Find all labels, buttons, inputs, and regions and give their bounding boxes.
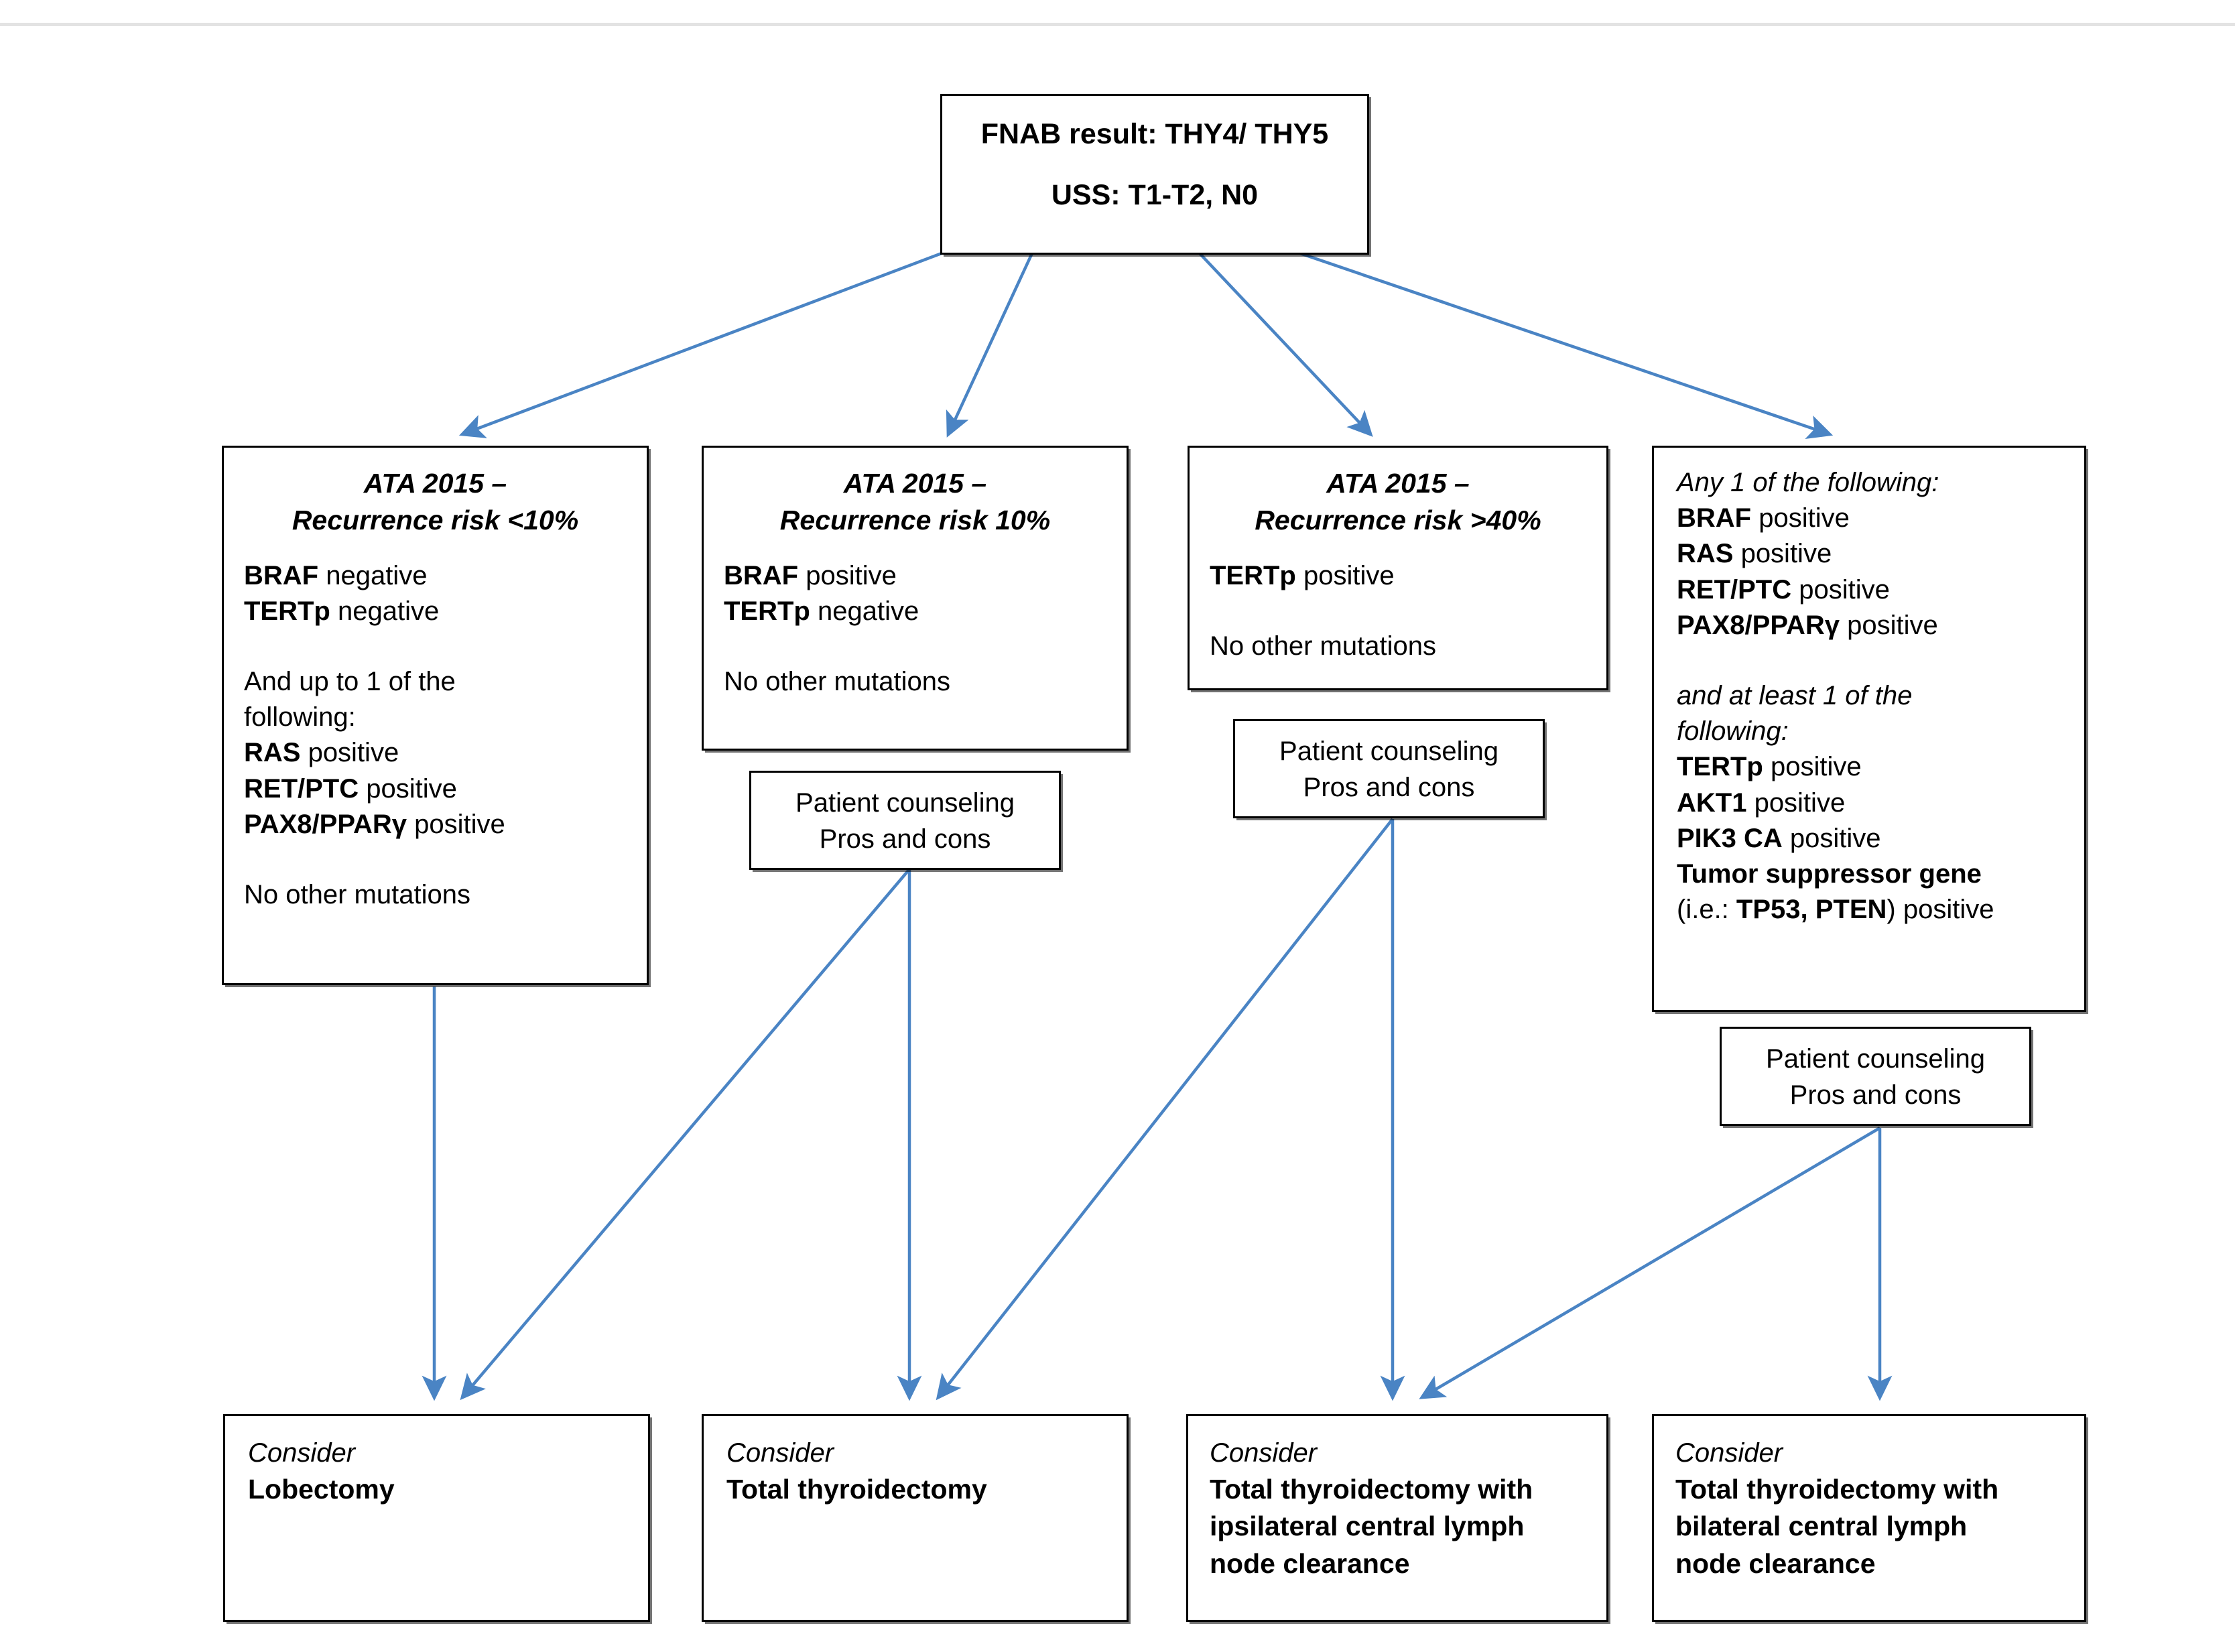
criteria-2-lines: BRAF positive TERTp negative No other mu… — [724, 558, 1106, 700]
criteria-line: RET/PTC positive — [244, 773, 457, 804]
arrow-root-to-c1 — [458, 251, 942, 438]
counseling-3-line-2: Pros and cons — [1789, 1080, 1962, 1110]
outcome-1-consider: Consider — [248, 1438, 356, 1468]
outcome-3-line-2: ipsilateral central lymph — [1210, 1511, 1525, 1542]
node-counseling-1[interactable]: Patient counseling Pros and cons — [749, 771, 1061, 870]
root-line-1: FNAB result: THY4/ THY5 — [980, 118, 1329, 150]
criteria-line: TERTp negative — [724, 596, 919, 626]
criteria-line-spacer — [244, 629, 627, 664]
node-criteria-1[interactable]: ATA 2015 – Recurrence risk <10% BRAF neg… — [222, 446, 649, 985]
criteria-line-spacer — [244, 842, 627, 877]
criteria-4-lines: Any 1 of the following: BRAF positive RA… — [1677, 465, 2067, 928]
criteria-line: PAX8/PPARγ positive — [1677, 610, 1938, 640]
node-outcome-1[interactable]: Consider Lobectomy — [223, 1414, 650, 1622]
criteria-line: TERTp positive — [1677, 752, 1862, 782]
criteria-line: RAS positive — [1677, 539, 1832, 569]
criteria-line-spacer — [724, 629, 1106, 664]
criteria-line: No other mutations — [244, 880, 470, 909]
criteria-line: AKT1 positive — [1677, 787, 1846, 818]
arrow-pc3-to-o3 — [1419, 1127, 1881, 1399]
arrow-root-to-c2 — [946, 253, 1034, 438]
arrow-root-to-c3 — [1198, 252, 1373, 437]
criteria-1-lines: BRAF negative TERTp negative And up to 1… — [244, 558, 627, 913]
outcome-2-consider: Consider — [726, 1438, 834, 1468]
criteria-line: Any 1 of the following: — [1677, 468, 1939, 497]
outcome-3-line-1: Total thyroidectomy with — [1210, 1474, 1533, 1505]
node-counseling-2[interactable]: Patient counseling Pros and cons — [1233, 719, 1545, 818]
outcome-4-line-2: bilateral central lymph — [1675, 1511, 1968, 1542]
criteria-line: No other mutations — [1210, 631, 1436, 661]
outcome-4-line-3: node clearance — [1675, 1547, 1876, 1579]
counseling-1-line-1: Patient counseling — [795, 788, 1015, 818]
counseling-2-line-2: Pros and cons — [1303, 773, 1475, 802]
criteria-3-title-line-2: Recurrence risk >40% — [1255, 505, 1541, 536]
outcome-3-line-3: node clearance — [1210, 1547, 1410, 1579]
counseling-3-line-1: Patient counseling — [1766, 1044, 1985, 1074]
arrow-root-to-c4 — [1299, 251, 1834, 439]
counseling-1-line-2: Pros and cons — [819, 824, 991, 854]
criteria-line: RET/PTC positive — [1677, 574, 1890, 605]
criteria-line: No other mutations — [724, 667, 950, 697]
criteria-line: TERTp negative — [244, 596, 440, 626]
outcome-3-consider: Consider — [1210, 1438, 1318, 1468]
criteria-line: BRAF positive — [1677, 503, 1850, 533]
criteria-line: RAS positive — [244, 738, 399, 768]
node-criteria-4[interactable]: Any 1 of the following: BRAF positive RA… — [1652, 446, 2086, 1012]
outcome-1-line-1: Lobectomy — [248, 1474, 395, 1505]
criteria-3-lines: TERTp positive No other mutations — [1210, 558, 1586, 664]
criteria-line: BRAF negative — [244, 560, 428, 590]
outcome-4-consider: Consider — [1675, 1438, 1783, 1468]
criteria-line: PIK3 CA positive — [1677, 823, 1881, 853]
root-line-2: USS: T1-T2, N0 — [1051, 179, 1259, 212]
criteria-1-title-line-2: Recurrence risk <10% — [292, 505, 579, 536]
node-outcome-3[interactable]: Consider Total thyroidectomy with ipsila… — [1186, 1414, 1608, 1622]
criteria-line: BRAF positive — [724, 560, 897, 590]
top-divider — [0, 23, 2235, 26]
criteria-line-spacer — [1210, 594, 1586, 629]
criteria-line: TERTp positive — [1210, 560, 1395, 590]
node-criteria-2[interactable]: ATA 2015 – Recurrence risk 10% BRAF posi… — [702, 446, 1129, 751]
criteria-line: Tumor suppressor gene — [1677, 859, 1982, 889]
criteria-2-title-line-2: Recurrence risk 10% — [779, 505, 1051, 536]
criteria-line: following: — [244, 702, 356, 733]
outcome-2-line-1: Total thyroidectomy — [726, 1474, 987, 1505]
node-criteria-3[interactable]: ATA 2015 – Recurrence risk >40% TERTp po… — [1188, 446, 1608, 690]
criteria-line: and at least 1 of the — [1677, 680, 1913, 710]
node-root[interactable]: FNAB result: THY4/ THY5 USS: T1-T2, N0 — [940, 94, 1369, 255]
criteria-3-title-line-1: ATA 2015 – — [1326, 468, 1470, 499]
criteria-2-title-line-1: ATA 2015 – — [843, 468, 987, 499]
criteria-line: (i.e.: TP53, PTEN) positive — [1677, 895, 1994, 925]
criteria-1-title-line-1: ATA 2015 – — [363, 468, 507, 499]
arrow-pc2-to-o2 — [936, 818, 1394, 1401]
criteria-line: PAX8/PPARγ positive — [244, 809, 505, 839]
node-outcome-4[interactable]: Consider Total thyroidectomy with bilate… — [1652, 1414, 2086, 1622]
criteria-line-spacer — [1677, 643, 2067, 678]
node-counseling-3[interactable]: Patient counseling Pros and cons — [1720, 1027, 2031, 1126]
criteria-line: following: — [1677, 716, 1789, 747]
node-outcome-2[interactable]: Consider Total thyroidectomy — [702, 1414, 1129, 1622]
counseling-2-line-1: Patient counseling — [1279, 737, 1498, 766]
criteria-line: And up to 1 of the — [244, 667, 456, 697]
outcome-4-line-1: Total thyroidectomy with — [1675, 1474, 1999, 1505]
